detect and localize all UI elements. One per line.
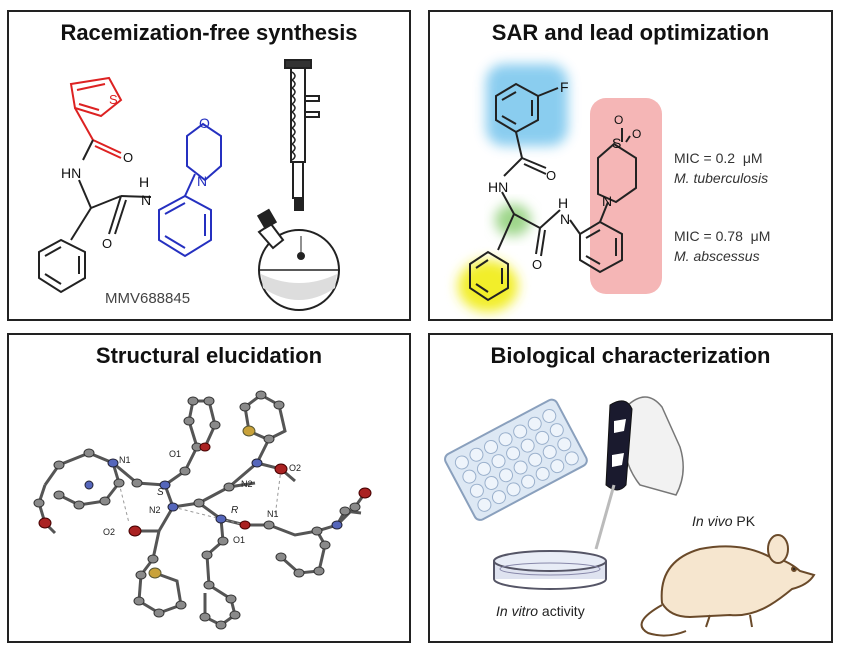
- atom-h-sar: H: [558, 195, 568, 211]
- well: [521, 474, 536, 489]
- panel-title-synthesis: Racemization-free synthesis: [60, 20, 358, 45]
- morpholine-aniline: [158, 122, 222, 258]
- carbon-atoms: [33, 390, 361, 630]
- invitro-italic: In vitro: [496, 603, 539, 619]
- label-n1-right: N1: [267, 509, 279, 519]
- well: [491, 490, 506, 505]
- hbond-lines: [118, 468, 282, 526]
- label-r-stereo: R: [231, 505, 238, 516]
- well: [550, 459, 565, 474]
- well-plate-icon: [444, 398, 588, 521]
- well: [542, 444, 557, 459]
- well: [527, 416, 542, 431]
- petri-dish-icon: [493, 550, 607, 590]
- backbone-bonds: [38, 139, 152, 294]
- highlight-blue: [486, 64, 568, 146]
- atom-n-amide2: N: [141, 192, 151, 208]
- atom-n-thiomorpholine: N: [602, 193, 612, 209]
- well: [454, 455, 469, 470]
- well: [476, 461, 491, 476]
- label-n1-left: N1: [119, 455, 131, 465]
- panel-sar: SAR and lead optimization: [428, 10, 833, 321]
- invivo-italic-2: vivo: [707, 513, 733, 529]
- mouse-icon: [640, 534, 816, 637]
- biology-illustration: [444, 396, 816, 637]
- well: [484, 439, 499, 454]
- atom-n-amide-sar: N: [560, 211, 570, 227]
- crystal-structure: N1 O1 S N2 O2 N2 O2 R O1 N1: [33, 390, 372, 630]
- label-n2-left: N2: [149, 505, 161, 515]
- well: [491, 454, 506, 469]
- atom-o-amide2: O: [102, 236, 112, 251]
- invivo-rest: PK: [736, 513, 756, 529]
- label-n2-right: N2: [241, 479, 253, 489]
- well: [477, 497, 492, 512]
- atom-f: F: [560, 79, 569, 95]
- well: [498, 432, 513, 447]
- well: [513, 460, 528, 475]
- atom-o-amide-sar1: O: [546, 168, 556, 183]
- atom-h-amide2: H: [139, 174, 149, 190]
- panel-structure: Structural elucidation: [7, 333, 411, 643]
- compound-id: MMV688845: [105, 290, 191, 307]
- organism-1: M. tuberculosis: [674, 170, 769, 186]
- hetero-atoms: [38, 425, 372, 579]
- panel-biology: Biological characterization: [428, 333, 833, 643]
- well: [499, 468, 514, 483]
- well: [535, 466, 550, 481]
- atom-o-amide1: O: [123, 150, 133, 165]
- invivo-label: In vivo PK: [692, 513, 755, 529]
- atom-o-sulfone2: O: [632, 127, 641, 141]
- well: [469, 447, 484, 462]
- well: [542, 408, 557, 423]
- sar-bonds: [469, 82, 637, 302]
- atom-hn-sar: HN: [488, 179, 508, 195]
- label-o2-left: O2: [103, 527, 115, 537]
- well: [506, 446, 521, 461]
- reflux-apparatus: [256, 59, 340, 311]
- atom-hn-1: HN: [61, 165, 81, 181]
- crystal-bonds: [37, 393, 367, 627]
- well: [535, 430, 550, 445]
- well: [469, 483, 484, 498]
- panel-title-biology: Biological characterization: [490, 343, 771, 368]
- pipette-glove-icon: [594, 396, 684, 550]
- well: [462, 469, 477, 484]
- atom-o-sulfone1: O: [614, 113, 623, 127]
- label-o1-bottom: O1: [233, 535, 245, 545]
- thiophene-ring: [69, 76, 123, 159]
- atom-n-morpholine: N: [197, 173, 207, 189]
- organism-2: M. abscessus: [674, 248, 760, 264]
- invivo-italic-1: In: [692, 513, 704, 529]
- mic-value-1: MIC = 0.2 μM: [674, 150, 763, 166]
- invitro-rest: activity: [541, 603, 585, 619]
- well: [564, 451, 579, 466]
- well: [557, 437, 572, 452]
- well: [506, 482, 521, 497]
- well: [520, 438, 535, 453]
- panel-title-structure: Structural elucidation: [95, 343, 323, 368]
- well: [528, 452, 543, 467]
- label-o1-top: O1: [169, 449, 181, 459]
- invitro-label: In vitro activity: [496, 603, 585, 619]
- panel-title-sar: SAR and lead optimization: [491, 20, 770, 45]
- atom-o-amide-sar2: O: [532, 257, 542, 272]
- label-o2-right: O2: [289, 463, 301, 473]
- highlight-green: [495, 204, 531, 236]
- label-s-stereo: S: [157, 487, 164, 498]
- atom-s-thiophene: S: [109, 92, 118, 107]
- atom-o-morpholine: O: [199, 115, 210, 131]
- synthesis-scheme: S O HN O H N O N: [38, 59, 340, 311]
- atom-s-sulfone: S: [612, 135, 621, 151]
- well: [513, 424, 528, 439]
- well: [549, 423, 564, 438]
- well: [484, 475, 499, 490]
- sar-scheme: F O HN O H N S O O N: [458, 64, 662, 312]
- panel-synthesis: Racemization-free synthesis S O HN: [7, 10, 411, 321]
- mic-value-2: MIC = 0.78 μM: [674, 228, 771, 244]
